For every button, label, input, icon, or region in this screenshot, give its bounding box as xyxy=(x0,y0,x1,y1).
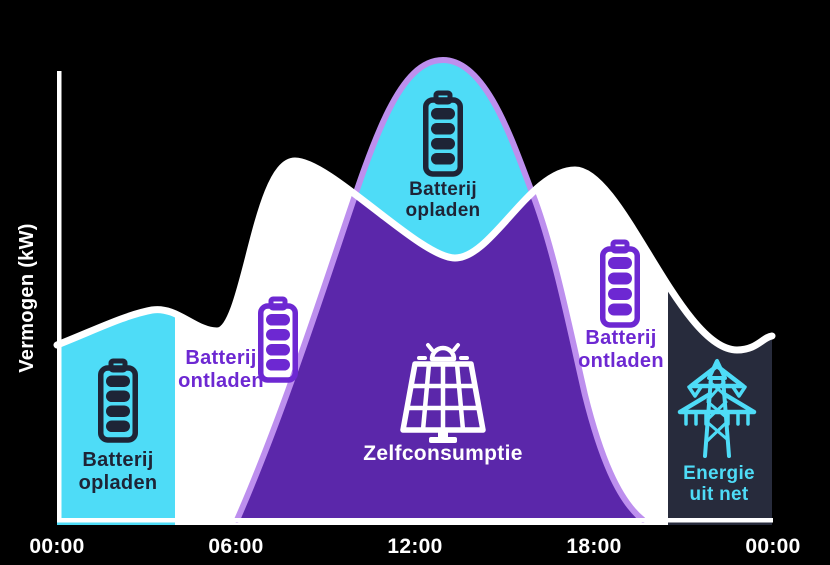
battery-icon xyxy=(600,239,640,328)
label-grid-import-line1: Energie xyxy=(683,463,755,484)
tick-00-00-right: 00:00 xyxy=(745,535,800,558)
battery-icon xyxy=(258,296,298,383)
label-discharge-morning-line2: ontladen xyxy=(178,370,264,392)
tick-12-00: 12:00 xyxy=(387,535,442,558)
label-grid-import-line2: uit net xyxy=(689,484,748,505)
label-charge-midday-line2: opladen xyxy=(406,200,481,221)
x-axis-line xyxy=(57,518,773,523)
tick-06-00: 06:00 xyxy=(208,535,263,558)
battery-icon xyxy=(98,358,138,443)
label-discharge-evening-line1: Batterij xyxy=(585,327,656,349)
tick-18-00: 18:00 xyxy=(566,535,621,558)
label-charge-night-line1: Batterij xyxy=(82,449,153,471)
label-discharge-morning-line1: Batterij xyxy=(185,347,256,369)
label-self-consumption: Zelfconsumptie xyxy=(363,442,522,465)
label-charge-midday-line1: Batterij xyxy=(409,179,477,200)
y-axis-line xyxy=(57,71,62,522)
label-charge-night-line2: opladen xyxy=(79,472,158,494)
x-axis-ticks: 00:00 06:00 12:00 18:00 00:00 xyxy=(29,535,800,558)
y-axis-label: Vermogen (kW) xyxy=(16,223,38,372)
tick-00-00-left: 00:00 xyxy=(29,535,84,558)
label-discharge-evening-line2: ontladen xyxy=(578,350,664,372)
battery-icon xyxy=(423,90,463,177)
electricity-pylon-icon xyxy=(677,359,757,458)
solar-panel-icon xyxy=(400,343,486,443)
